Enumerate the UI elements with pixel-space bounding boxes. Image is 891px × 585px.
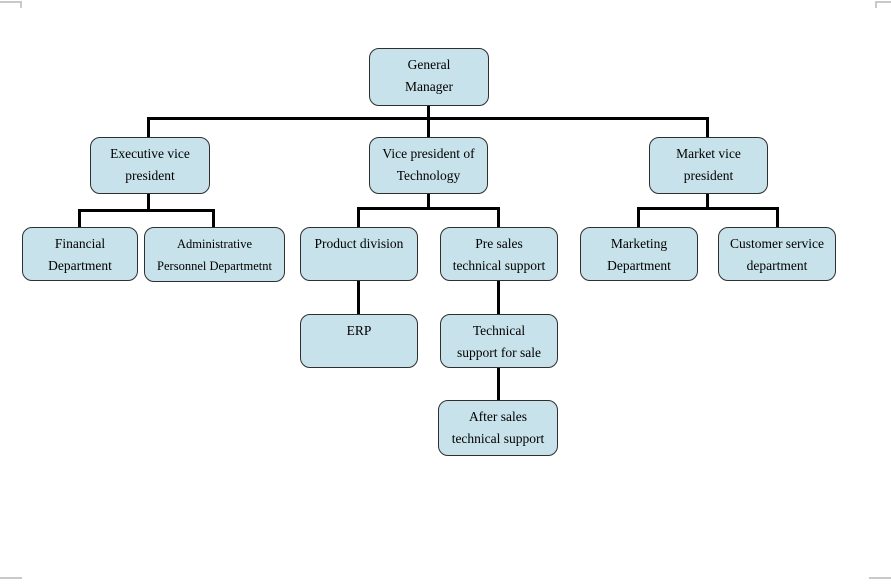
connector-evp-crossbar (78, 209, 215, 212)
node-label-line: Executive vice (110, 146, 190, 161)
connector-vpt-to-pre-sales (497, 207, 500, 228)
org-node-financial-department: Financial Department (22, 227, 138, 281)
node-label-line: Vice president of (382, 146, 475, 161)
connector-pre-sales-to-technical-support-for-sale (497, 280, 500, 315)
page-corner-mark-top-left (0, 1, 22, 3)
connector-gm-stem (427, 105, 430, 138)
page-corner-mark-top-right (875, 1, 891, 3)
node-label-line: technical support (451, 431, 545, 446)
connector-mvp-to-customer-service (776, 207, 779, 228)
connector-vpt-to-product-division (357, 207, 360, 228)
org-node-administrative-personnel-department: Administrative Personnel Departmetnt (144, 227, 285, 282)
node-label-line: president (683, 168, 734, 183)
org-node-product-division: Product division (300, 227, 418, 281)
node-label-line: president (125, 168, 175, 183)
node-label-line: General (407, 57, 451, 72)
connector-mvp-to-marketing (637, 207, 640, 228)
connector-gm-crossbar (147, 117, 709, 120)
org-node-after-sales-technical-support: After sales technical support (438, 400, 558, 456)
org-node-executive-vice-president: Executive vice president (90, 137, 210, 194)
node-label-line: technical support (452, 258, 546, 273)
connector-mvp-stem (706, 193, 709, 210)
node-label-line: Department (607, 258, 671, 273)
connector-evp-stem (147, 193, 150, 211)
node-label-line: Personnel Departmetnt (157, 259, 272, 273)
org-node-pre-sales-technical-support: Pre sales technical support (440, 227, 558, 281)
node-label-line: department (746, 258, 808, 273)
connector-vpt-stem (427, 193, 430, 210)
connector-vpt-crossbar (357, 207, 500, 210)
node-label-line: Manager (405, 79, 453, 94)
org-node-technical-support-for-sale: Technical support for sale (440, 314, 558, 368)
org-node-general-manager: General Manager (369, 48, 489, 106)
node-label-line: Marketing (610, 236, 668, 251)
node-label-line: Financial (54, 236, 106, 251)
node-label-line: Market vice (676, 146, 741, 161)
page-corner-mark-bottom-right (869, 577, 891, 579)
connector-technical-support-to-after-sales (497, 367, 500, 401)
org-node-marketing-department: Marketing Department (580, 227, 698, 281)
org-node-vice-president-of-technology: Vice president of Technology (369, 137, 488, 194)
org-node-erp: ERP (300, 314, 418, 368)
page-corner-mark-top-left-tick (20, 1, 22, 8)
page-corner-mark-top-right-tick (875, 1, 877, 8)
connector-gm-to-market-vp (706, 117, 709, 138)
node-label-line: Technical (472, 323, 526, 338)
org-node-market-vice-president: Market vice president (649, 137, 768, 194)
connector-evp-to-admin-personnel (212, 209, 215, 228)
connector-mvp-crossbar (637, 207, 779, 210)
node-label-line: Administrative (177, 237, 252, 251)
node-label-line: Pre sales (475, 236, 523, 251)
node-label-line: support for sale (457, 345, 541, 360)
node-label-line: Department (48, 258, 112, 273)
node-label-line: Product division (314, 236, 404, 251)
node-label-line: Customer service (729, 236, 825, 251)
connector-gm-to-executive-vp (147, 117, 150, 138)
page-corner-mark-bottom-left (0, 577, 22, 579)
connector-product-division-to-erp (357, 280, 360, 315)
connector-evp-to-financial (78, 209, 81, 228)
node-label-line: ERP (346, 323, 372, 338)
node-label-line: Technology (396, 168, 461, 183)
org-node-customer-service-department: Customer service department (718, 227, 836, 281)
node-label-line: After sales (468, 409, 528, 424)
